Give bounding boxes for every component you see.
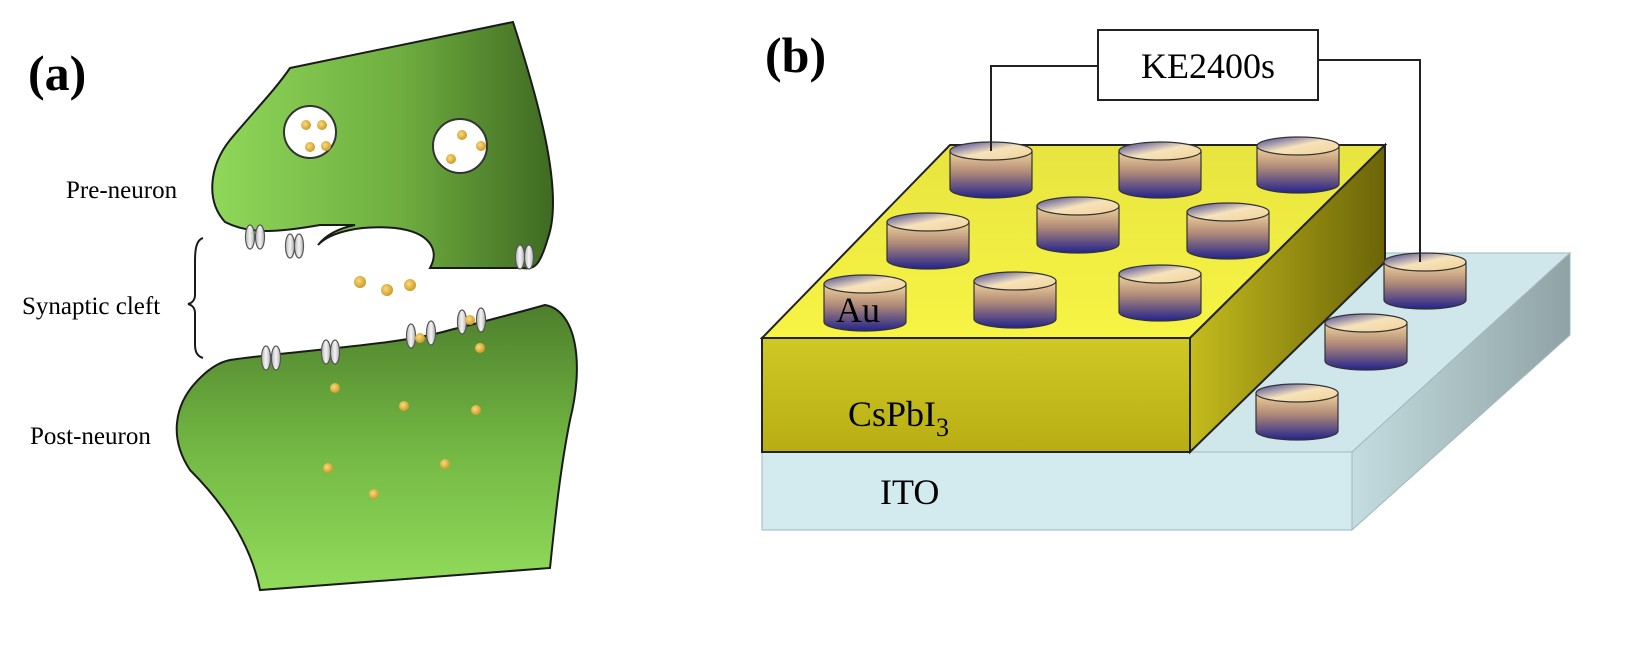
post-neuron-dots bbox=[323, 343, 485, 499]
au-electrode bbox=[1118, 264, 1202, 322]
pre-receptors bbox=[244, 224, 535, 270]
instrument-label: KE2400s bbox=[1141, 46, 1275, 86]
au-electrode bbox=[1255, 383, 1339, 441]
bound-transmitter bbox=[465, 315, 475, 325]
panel-b: (b) KE2400s Au CsPbI3 ITO bbox=[759, 27, 1572, 532]
au-electrode bbox=[1256, 136, 1340, 194]
instrument-box bbox=[1097, 29, 1319, 101]
vesicle-left bbox=[283, 105, 337, 159]
au-electrode bbox=[1186, 202, 1270, 260]
ito-label: ITO bbox=[880, 472, 939, 512]
au-electrode bbox=[823, 274, 907, 332]
synaptic-cleft-label: Synaptic cleft bbox=[22, 293, 160, 320]
pre-neuron-label: Pre-neuron bbox=[66, 177, 178, 204]
au-electrode bbox=[1383, 252, 1467, 310]
instrument-wiring: KE2400s bbox=[990, 29, 1421, 262]
au-electrode bbox=[1324, 313, 1408, 371]
au-electrode bbox=[973, 271, 1057, 329]
panel-b-label: (b) bbox=[765, 27, 826, 83]
perovskite-label: CsPbI3 bbox=[848, 394, 949, 442]
au-electrode bbox=[1118, 141, 1202, 199]
panel-a-label: (a) bbox=[28, 45, 86, 101]
au-electrode bbox=[1036, 196, 1120, 254]
bound-transmitter bbox=[415, 333, 425, 343]
post-neuron-body bbox=[175, 303, 578, 592]
post-neuron-label: Post-neuron bbox=[30, 423, 151, 450]
cleft-brace bbox=[187, 237, 204, 359]
electrode-label: Au bbox=[836, 290, 880, 330]
electrode-group bbox=[823, 136, 1467, 441]
vesicle-right bbox=[432, 118, 488, 174]
pre-neuron-body bbox=[211, 20, 554, 270]
neurotransmitters bbox=[354, 276, 416, 296]
panel-a: (a) bbox=[22, 20, 578, 592]
au-electrode bbox=[886, 212, 970, 270]
